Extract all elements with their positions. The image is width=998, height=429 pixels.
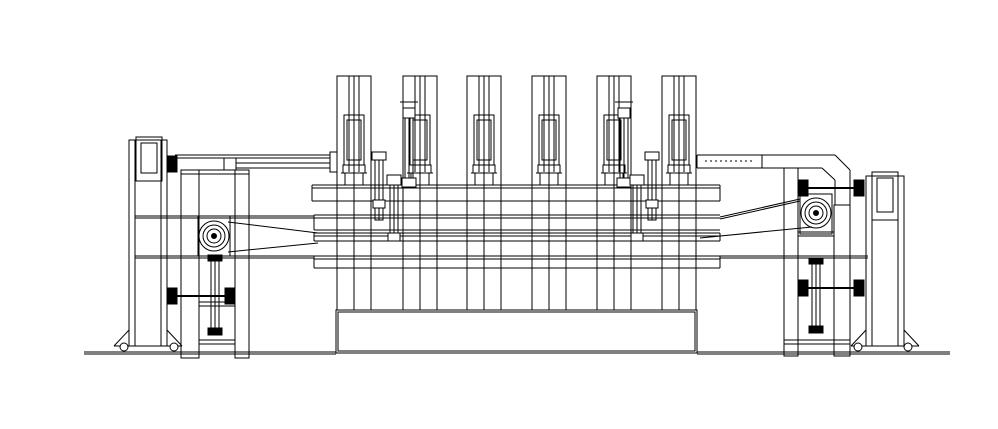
head-actuator-right-b (645, 152, 659, 220)
press-head-4 (532, 76, 566, 310)
head-actuator-left-c (387, 175, 401, 241)
clamp-block (167, 288, 177, 304)
press-head-6 (662, 76, 696, 310)
head-actuator-right-a (615, 102, 633, 187)
clamp-block (225, 288, 235, 304)
clamp-block (854, 280, 864, 296)
clamp-block (167, 156, 177, 172)
horizontal-beams (312, 185, 720, 268)
head-actuator-right-c (630, 175, 644, 241)
anchor-bolt (854, 343, 862, 351)
press-head-row (337, 76, 696, 310)
anchor-bolt (904, 343, 912, 351)
right-feed-duct (697, 155, 850, 205)
central-base-block (336, 310, 697, 353)
head-actuator-left-b (372, 152, 386, 220)
left-side-frame (114, 137, 249, 358)
press-head-2 (403, 76, 437, 310)
press-head-1 (337, 76, 371, 310)
right-roller (800, 194, 832, 234)
belt-strands (135, 199, 868, 258)
right-side-frame (784, 168, 919, 356)
left-roller (198, 216, 230, 256)
left-feed-duct (175, 152, 337, 172)
anchor-bolt (170, 343, 178, 351)
press-head-3 (467, 76, 501, 310)
floor-lines (84, 352, 950, 354)
anchor-bolt (120, 343, 128, 351)
clamp-block (854, 180, 864, 196)
clamp-block (798, 280, 808, 296)
head-actuator-left-a (400, 102, 418, 187)
